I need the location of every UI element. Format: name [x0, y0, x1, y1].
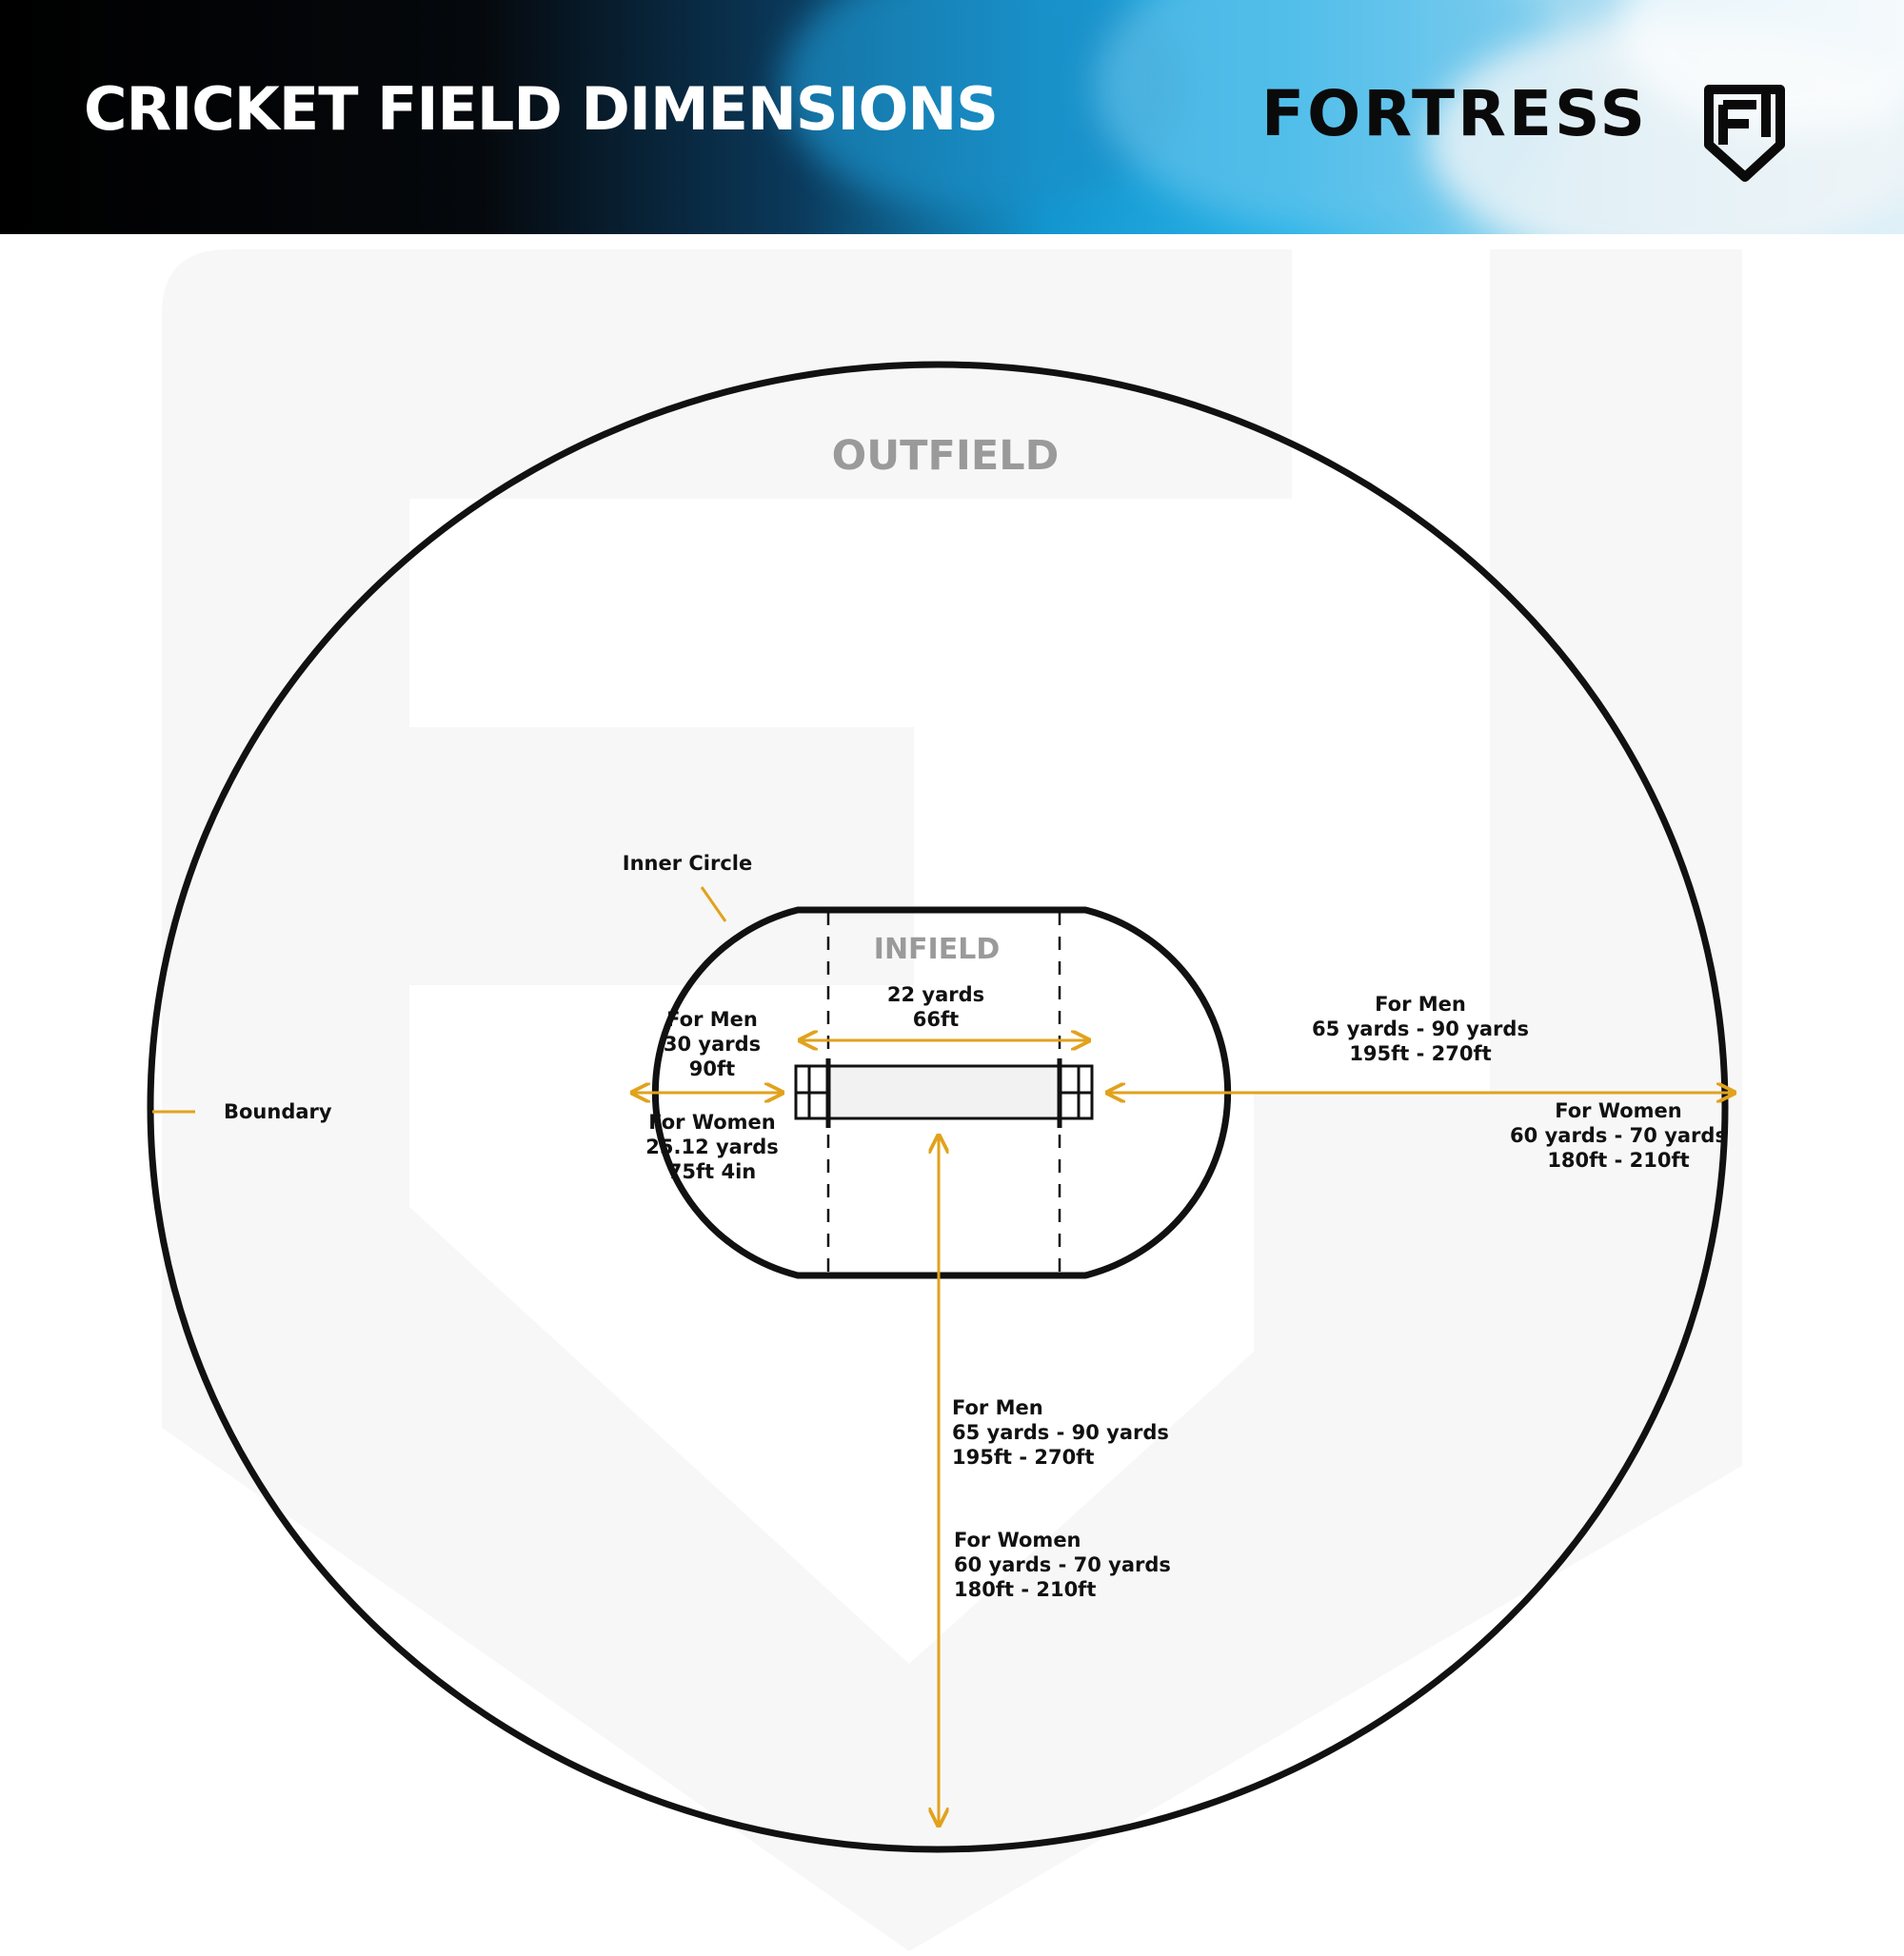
- pitch-length-feet: 66ft: [913, 1008, 959, 1031]
- side-women-heading: For Women: [1555, 1099, 1682, 1122]
- inner-women-feet: 75ft 4in: [668, 1160, 756, 1183]
- side-men-yards: 65 yards - 90 yards: [1312, 1018, 1529, 1040]
- side-men-feet: 195ft - 270ft: [1349, 1042, 1491, 1065]
- side-women-feet: 180ft - 210ft: [1547, 1149, 1689, 1172]
- watermark-logo: [162, 249, 1742, 1951]
- boundary-side-women: For Women 60 yards - 70 yards 180ft - 21…: [1510, 1099, 1727, 1172]
- pitch: [794, 1058, 1094, 1128]
- fortress-logo: FORTRESS: [1261, 78, 1785, 182]
- boundary-label: Boundary: [224, 1100, 332, 1123]
- bottom-women-feet: 180ft - 210ft: [954, 1578, 1096, 1601]
- bottom-women-yards: 60 yards - 70 yards: [954, 1553, 1171, 1576]
- side-men-heading: For Men: [1375, 993, 1466, 1016]
- boundary-bottom-men: For Men 65 yards - 90 yards 195ft - 270f…: [952, 1396, 1169, 1469]
- page-title: CRICKET FIELD DIMENSIONS: [84, 74, 999, 144]
- brand-name: FORTRESS: [1261, 78, 1648, 150]
- header-banner: CRICKET FIELD DIMENSIONS FORTRESS: [0, 0, 1904, 234]
- bottom-men-heading: For Men: [952, 1396, 1043, 1419]
- inner-women-heading: For Women: [648, 1111, 776, 1134]
- bottom-men-yards: 65 yards - 90 yards: [952, 1421, 1169, 1444]
- bottom-men-feet: 195ft - 270ft: [952, 1446, 1094, 1469]
- bottom-women-heading: For Women: [954, 1529, 1081, 1551]
- boundary-bottom-women: For Women 60 yards - 70 yards 180ft - 21…: [954, 1529, 1171, 1601]
- inner-men-feet: 90ft: [689, 1057, 735, 1080]
- inner-men-heading: For Men: [666, 1008, 758, 1031]
- outfield-label: OUTFIELD: [832, 432, 1060, 480]
- boundary-ellipse: [147, 361, 1729, 1853]
- inner-men-yards: 30 yards: [664, 1033, 761, 1056]
- inner-radius-men: For Men 30 yards 90ft: [664, 1008, 761, 1080]
- pitch-length-yards: 22 yards: [887, 983, 984, 1006]
- inner-circle-label: Inner Circle: [623, 852, 752, 875]
- boundary-side-men: For Men 65 yards - 90 yards 195ft - 270f…: [1312, 993, 1529, 1065]
- inner-circle: [651, 906, 1232, 1279]
- inner-circle-pointer: [700, 886, 727, 922]
- infield-label: INFIELD: [874, 933, 1000, 966]
- inner-radius-women: For Women 25.12 yards 75ft 4in: [645, 1111, 778, 1183]
- inner-women-yards: 25.12 yards: [645, 1136, 778, 1158]
- side-women-yards: 60 yards - 70 yards: [1510, 1124, 1727, 1147]
